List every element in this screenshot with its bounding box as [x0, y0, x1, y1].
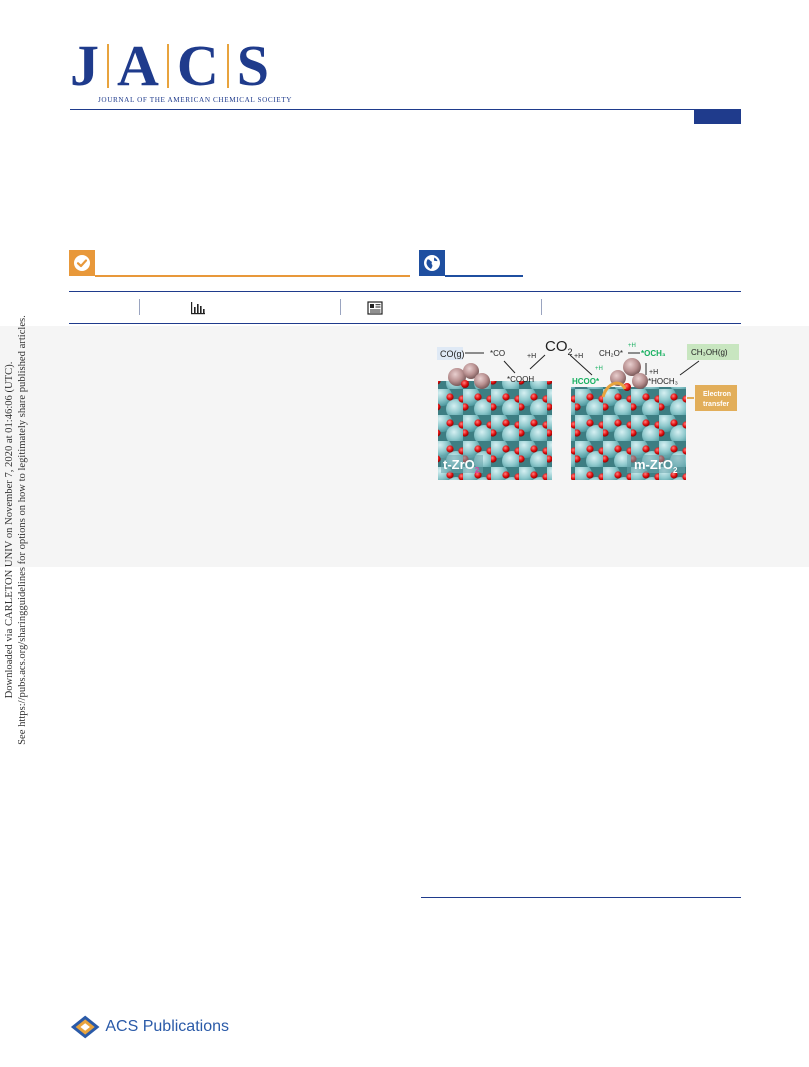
- metrics-bottom-rule: [69, 323, 741, 324]
- m-zro2-label: m-ZrO2: [634, 457, 678, 475]
- arrow: [569, 354, 593, 376]
- arrow: [679, 360, 700, 376]
- download-notice-line[interactable]: See https://pubs.acs.org/sharingguidelin…: [16, 315, 28, 745]
- adsorbate-atom: [632, 373, 648, 389]
- adsorbate-atom: [463, 363, 479, 379]
- electron-transfer-label: Electron: [703, 391, 731, 398]
- toc-graphic: CO(g) *CO +H *COOH t-ZrO2 CO2 +H CH₂O* +…: [437, 338, 739, 480]
- acs-brand-text: ACS Publications: [105, 1018, 229, 1035]
- h-step-label: +H: [595, 366, 603, 372]
- acs-publications-logo[interactable]: ACS Publications: [69, 1012, 229, 1042]
- co-intermediate-label: *CO: [490, 349, 505, 358]
- footnote-divider: [421, 897, 741, 898]
- header-section-tab: [694, 110, 741, 124]
- logo-letter-c: C: [176, 33, 219, 98]
- cooh-label: *COOH: [507, 375, 534, 384]
- arrow: [503, 360, 516, 374]
- metrics-top-rule: [69, 291, 741, 292]
- adsorbate-atom: [474, 373, 490, 389]
- open-access-rule: [95, 275, 410, 277]
- acs-emblem-icon: [70, 1015, 100, 1039]
- header-divider: [70, 109, 741, 110]
- logo-letter-a: A: [117, 33, 159, 98]
- globe-icon: [424, 255, 440, 271]
- global-access-rule: [445, 275, 523, 277]
- arrow: [529, 354, 546, 370]
- adsorbate-atom: [448, 368, 466, 386]
- label-backdrop: [441, 455, 483, 473]
- electron-flow-arrow: [601, 381, 627, 398]
- download-notice: Downloaded via CARLETON UNIV on November…: [4, 315, 29, 745]
- check-circle-icon: [74, 255, 90, 271]
- logo-letter-s: S: [236, 33, 270, 98]
- metrics-separator: [541, 299, 542, 315]
- journal-subtitle: JOURNAL OF THE AMERICAN CHEMICAL SOCIETY: [98, 96, 293, 104]
- logo-letter-j: J: [70, 33, 99, 98]
- bar-chart-icon[interactable]: [190, 301, 206, 315]
- metrics-separator: [139, 299, 140, 315]
- ch2o-label: CH₂O*: [599, 349, 623, 358]
- download-notice-line: Downloaded via CARLETON UNIV on November…: [4, 361, 15, 699]
- co-product-box: [437, 347, 463, 360]
- co2-label: CO2: [545, 338, 573, 357]
- methanol-product-label: CH₃OH(g): [691, 348, 728, 357]
- electron-transfer-label: transfer: [703, 401, 729, 408]
- adsorbate-atom: [461, 380, 469, 388]
- logo-separator: [166, 44, 169, 88]
- hoch3-label: *HOCH₃: [648, 377, 678, 386]
- electron-transfer-box: [695, 385, 737, 411]
- h-step-label: +H: [574, 353, 583, 360]
- logo-separator: [107, 44, 109, 88]
- och3-label: *OCH₃: [641, 349, 666, 358]
- global-access-badge[interactable]: [419, 250, 445, 276]
- metrics-separator: [340, 299, 341, 315]
- logo-separator: [226, 44, 229, 88]
- hcoo-label: HCOO*: [572, 377, 600, 386]
- article-icon[interactable]: [367, 301, 383, 315]
- co-product-label: CO(g): [440, 349, 465, 359]
- methanol-product-box: [687, 344, 739, 360]
- open-access-badge[interactable]: [69, 250, 95, 276]
- h-step-label: +H: [527, 353, 536, 360]
- journal-logo: J A C S JOURNAL OF THE AMERICAN CHEMICAL…: [70, 33, 293, 106]
- h-step-label: +H: [649, 369, 658, 376]
- h-step-label: +H: [628, 343, 636, 349]
- t-zro2-label: t-ZrO2: [443, 457, 480, 475]
- adsorbate-atom: [623, 358, 641, 376]
- adsorbate-atom: [610, 370, 626, 386]
- label-backdrop: [627, 455, 685, 473]
